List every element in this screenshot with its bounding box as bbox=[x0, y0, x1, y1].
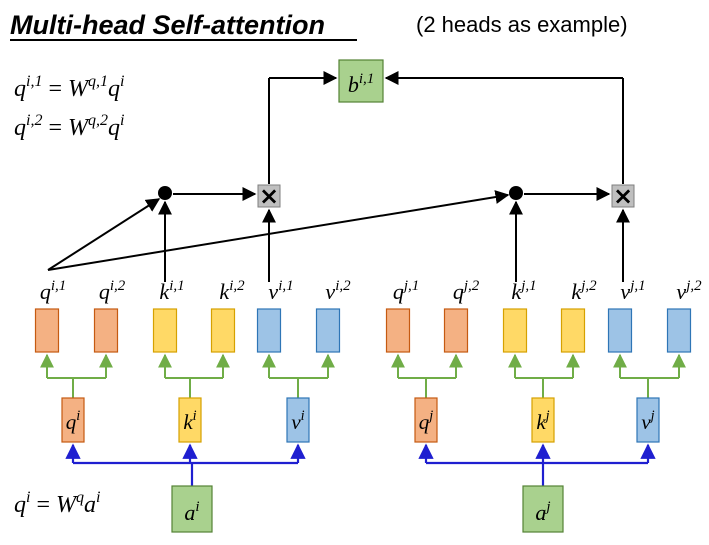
multiply-node-2-symbol: × bbox=[613, 182, 633, 210]
pos-j-head-label-v-j-2: vj,2 bbox=[676, 278, 702, 304]
pos-j-label-k: kj bbox=[536, 408, 549, 434]
multiply-node-1-box bbox=[257, 184, 281, 208]
pos-i-label-v: vi bbox=[291, 408, 304, 434]
pos-j-box-q bbox=[414, 397, 438, 443]
pos-j-head-label-v-j-1: vj,1 bbox=[620, 278, 645, 304]
pos-j-head-label-k-j-1: kj,1 bbox=[511, 278, 536, 304]
pos-i-head-label-q-i-1: qi,1 bbox=[40, 278, 66, 304]
multiply-node-1-symbol: × bbox=[259, 182, 279, 210]
pos-i-box-k bbox=[178, 397, 202, 443]
pos-i-head-box-k-i-1 bbox=[152, 308, 178, 353]
multiply-node-2-box bbox=[611, 184, 635, 208]
nodes: qi,1 qi,2 ki,1 ki,2 vi,1 vi,2 qi ki vi ai qj,1 qj,2… bbox=[34, 59, 702, 533]
pos-i-head-box-v-i-1 bbox=[256, 308, 282, 353]
connectors bbox=[40, 71, 686, 486]
pos-i-label-k: ki bbox=[183, 408, 196, 434]
pos-j-head-box-v-j-2 bbox=[666, 308, 692, 353]
arrow-qi1-to-dot1 bbox=[47, 198, 161, 271]
pos-i-head-label-v-i-2: vi,2 bbox=[325, 278, 351, 304]
pos-i-head-label-k-i-2: ki,2 bbox=[219, 278, 245, 304]
dot-product-node-2 bbox=[509, 186, 523, 200]
arrow-qi1-to-dot2 bbox=[47, 190, 510, 271]
pos-j-head-label-q-j-1: qj,1 bbox=[393, 278, 419, 304]
pos-i-head-box-q-i-2 bbox=[93, 308, 119, 353]
output-box bbox=[338, 59, 384, 103]
pos-j-input-box bbox=[522, 485, 564, 533]
pos-j-label-v: vj bbox=[641, 408, 654, 434]
dot-product-node-1 bbox=[158, 186, 172, 200]
pos-j-head-label-k-j-2: kj,2 bbox=[571, 278, 597, 304]
pos-i-head-label-k-i-1: ki,1 bbox=[159, 278, 184, 304]
equation-text-q_i1: qi,1 = Wq,1qi bbox=[14, 73, 124, 102]
slide-title: Multi-head Self-attention bbox=[10, 10, 325, 40]
pos-j-box-v bbox=[636, 397, 660, 443]
equation-q-i: qi = Wqai bbox=[14, 489, 100, 518]
equation-text-q_i2: qi,2 = Wq,2qi bbox=[14, 112, 124, 141]
pos-i-head-box-q-i-1 bbox=[34, 308, 60, 353]
pos-i-label-q: qi bbox=[66, 408, 81, 434]
pos-i-head-label-v-i-1: vi,1 bbox=[268, 278, 293, 304]
equation-q-i1: qi,1 = Wq,1qi bbox=[14, 73, 124, 102]
equation-q-i2: qi,2 = Wq,2qi bbox=[14, 112, 124, 141]
pos-j-input-label: aj bbox=[535, 499, 550, 525]
slide-subtitle: (2 heads as example) bbox=[416, 12, 628, 37]
pos-j-box-k bbox=[531, 397, 555, 443]
equation-text-q_i: qi = Wqai bbox=[14, 489, 100, 518]
pos-j-head-box-q-j-2 bbox=[443, 308, 469, 353]
pos-i-box-q bbox=[61, 397, 85, 443]
pos-j-head-box-q-j-1 bbox=[385, 308, 411, 353]
pos-j-label-q: qj bbox=[419, 408, 434, 434]
pos-j-head-box-k-j-1 bbox=[502, 308, 528, 353]
pos-j-head-label-q-j-2: qj,2 bbox=[453, 278, 480, 304]
pos-i-head-label-q-i-2: qi,2 bbox=[99, 278, 126, 304]
output-label: bi,1 bbox=[348, 71, 374, 97]
pos-i-head-box-v-i-2 bbox=[315, 308, 341, 353]
pos-i-input-box bbox=[171, 485, 213, 533]
pos-j-head-box-v-j-1 bbox=[607, 308, 633, 353]
pos-j-head-box-k-j-2 bbox=[560, 308, 586, 353]
pos-i-head-box-k-i-2 bbox=[210, 308, 236, 353]
pos-i-input-label: ai bbox=[184, 499, 199, 525]
pos-i-box-v bbox=[286, 397, 310, 443]
